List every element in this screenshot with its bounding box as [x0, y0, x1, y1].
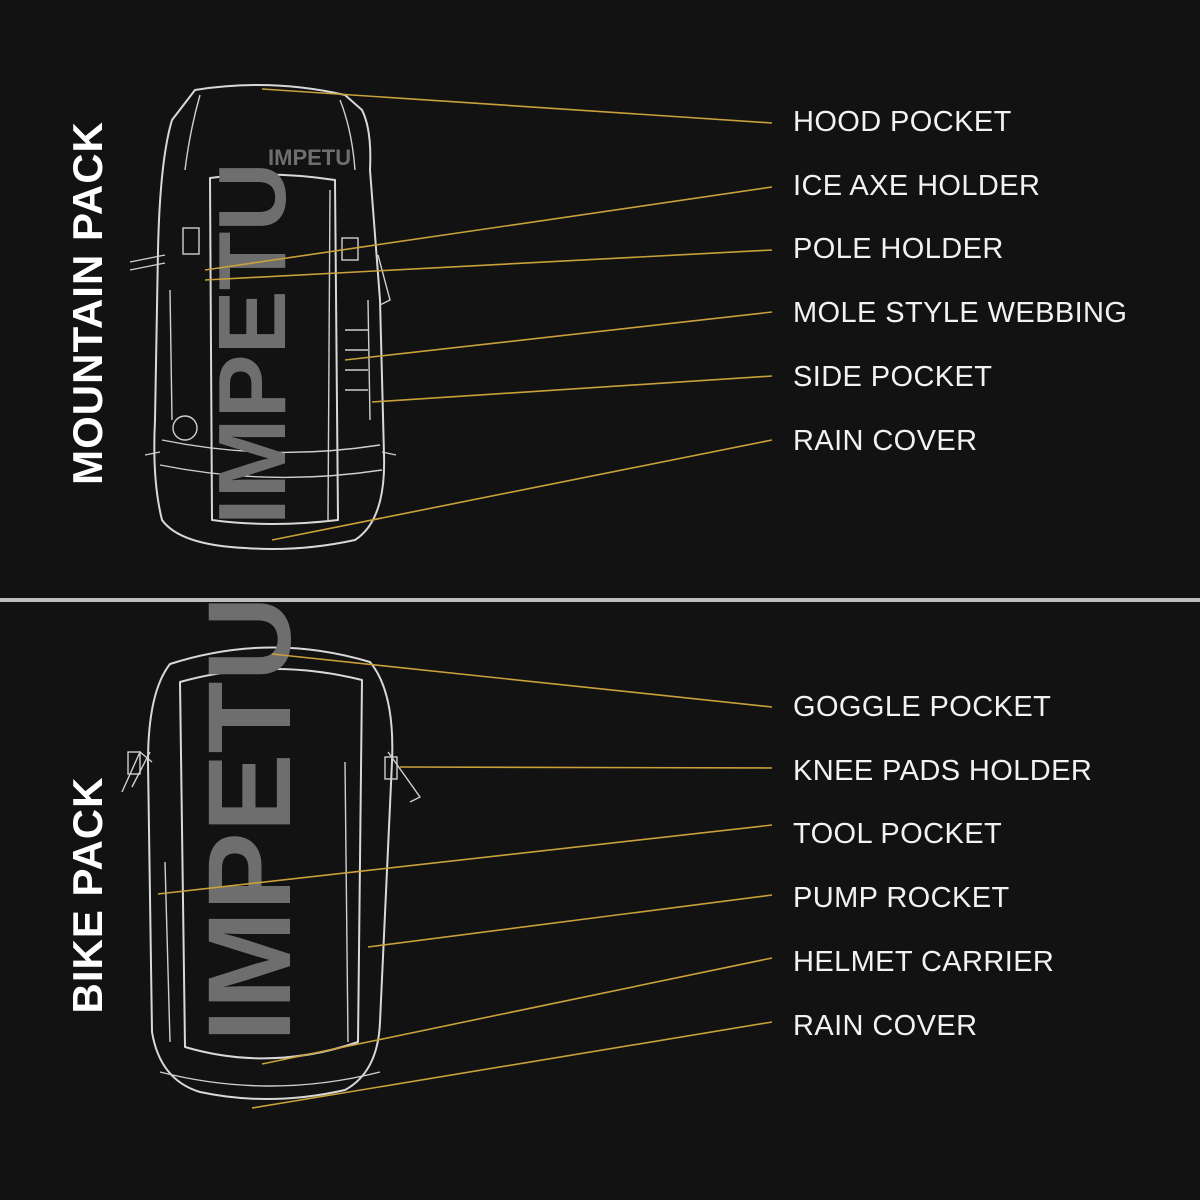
- label-pole-holder: POLE HOLDER: [793, 233, 1004, 265]
- mountain-leader-lines: [204, 88, 773, 541]
- section-divider: [0, 598, 1200, 602]
- label-mole-style-webbing: MOLE STYLE WEBBING: [793, 297, 1128, 329]
- label-helmet-carrier: HELMET CARRIER: [793, 946, 1055, 978]
- leader-tool-pocket: [157, 824, 773, 895]
- label-goggle-pocket: GOGGLE POCKET: [793, 691, 1052, 723]
- leader-helmet-carrier: [261, 957, 773, 1065]
- bike-big-brand-text: IMPETU: [184, 602, 316, 1042]
- bike-backpack-drawing: IMPETU: [121, 602, 422, 1101]
- leader-pump-rocket: [367, 894, 773, 948]
- label-side-pocket: SIDE POCKET: [793, 361, 993, 393]
- label-rain-cover-bike: RAIN COVER: [793, 1010, 978, 1042]
- label-hood-pocket: HOOD POCKET: [793, 106, 1012, 138]
- label-knee-pads-holder: KNEE PADS HOLDER: [793, 755, 1093, 787]
- bike-pack-illustration: IMPETU: [121, 602, 773, 1109]
- leader-ice-axe-holder: [204, 186, 773, 271]
- mountain-pack-panel: MOUNTAIN PACK IMPETU IMPETU: [0, 0, 1200, 598]
- mountain-big-brand-text: IMPETU: [199, 162, 306, 525]
- bike-pack-panel: BIKE PACK IMPETU GOGGLE POCKET: [0, 602, 1200, 1200]
- leader-mole-style-webbing: [344, 311, 773, 361]
- mountain-logo-text: IMPETU: [268, 145, 351, 170]
- leader-side-pocket: [371, 375, 773, 403]
- leader-pole-holder: [204, 249, 773, 281]
- label-tool-pocket: TOOL POCKET: [793, 818, 1003, 850]
- label-pump-rocket: PUMP ROCKET: [793, 882, 1010, 914]
- leader-hood-pocket: [261, 88, 773, 124]
- mountain-pack-illustration: IMPETU IMPETU: [129, 84, 773, 550]
- label-ice-axe-holder: ICE AXE HOLDER: [793, 170, 1041, 202]
- leader-rain-cover-top: [271, 439, 773, 541]
- label-rain-cover-mountain: RAIN COVER: [793, 425, 978, 457]
- leader-rain-cover-bike: [251, 1021, 773, 1109]
- leader-knee-pads-holder: [399, 766, 773, 769]
- leader-goggle-pocket: [271, 653, 773, 708]
- bike-leader-lines: [157, 653, 773, 1109]
- mountain-backpack-drawing: IMPETU IMPETU: [129, 84, 397, 550]
